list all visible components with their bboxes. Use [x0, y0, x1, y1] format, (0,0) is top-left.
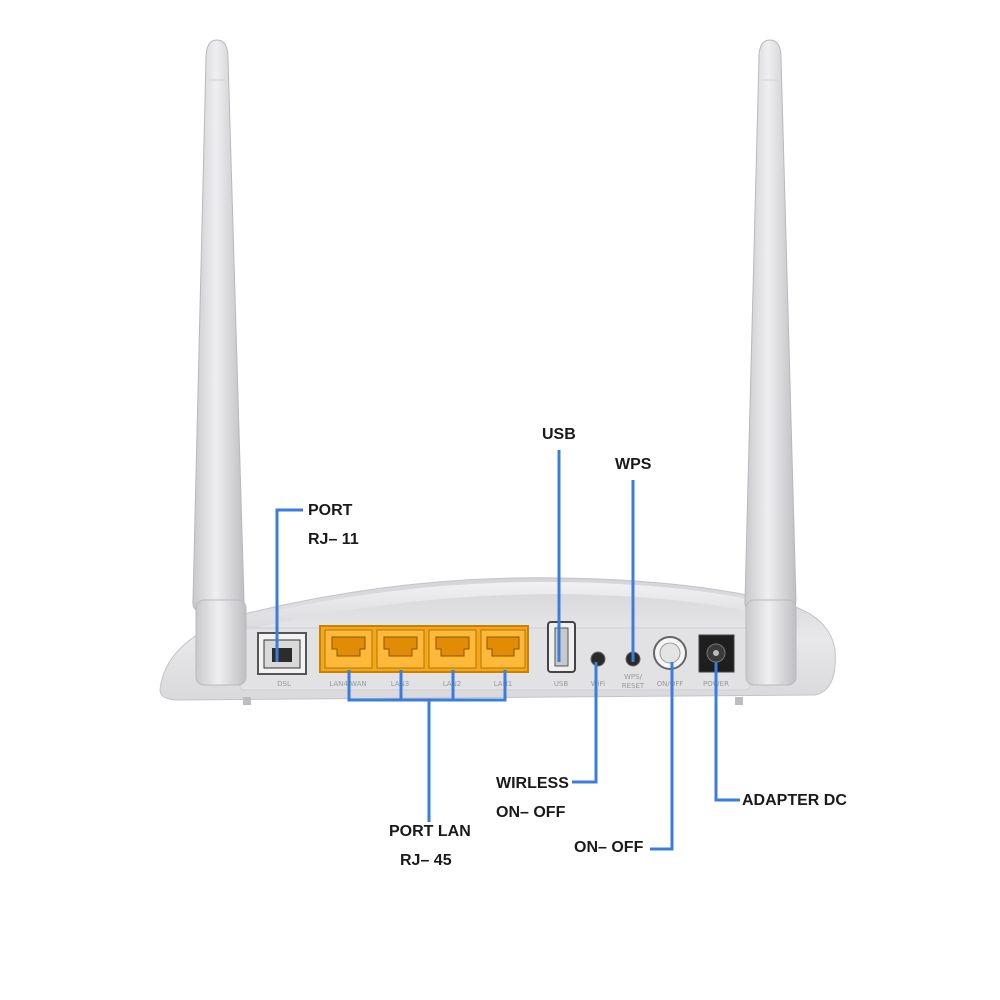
power-switch: ON/OFF [653, 636, 687, 688]
callout-port-rj11: PORT RJ– 11 [308, 496, 359, 554]
callout-on-off: ON– OFF [574, 833, 643, 862]
lan-port-lan2 [428, 629, 477, 669]
callout-wireless-line1: WIRLESS [496, 775, 569, 792]
wps-label-line1: WPS/ [624, 673, 643, 681]
foot-left [243, 697, 251, 705]
callout-port-rj11-line1: PORT [308, 502, 353, 519]
callout-port-lan-line2: RJ– 45 [400, 852, 452, 869]
wifi-button-label: WiFi [591, 680, 605, 688]
callout-port-lan-line1: PORT LAN [389, 823, 471, 840]
leader-lines [275, 450, 740, 851]
callout-usb: USB [542, 420, 576, 449]
leader-lan [347, 670, 507, 822]
lan-port-lan4-wan [324, 629, 373, 669]
dsl-port-label: DSL [277, 680, 291, 688]
callout-port-rj11-line2: RJ– 11 [308, 531, 359, 548]
leader-adapter [714, 662, 740, 802]
lan-port-lan1 [480, 629, 526, 669]
callout-adapter-dc-line1: ADAPTER DC [742, 792, 847, 809]
callout-usb-line1: USB [542, 426, 576, 443]
callout-wps: WPS [615, 450, 651, 479]
callout-on-off-line1: ON– OFF [574, 839, 644, 856]
antenna-right [744, 39, 797, 686]
dsl-port: DSL [257, 632, 307, 688]
antenna-left [192, 39, 247, 686]
lan-port-group: LAN4/WAN LAN3 LAN2 LAN1 [319, 625, 529, 688]
leader-onoff [650, 662, 674, 851]
callout-port-lan: PORT LAN RJ– 45 [389, 817, 471, 875]
leader-rj11 [275, 508, 303, 662]
wps-label-line2: RESET [622, 682, 645, 690]
callout-wireless-line2: ON– OFF [496, 804, 566, 821]
callout-wireless: WIRLESS ON– OFF [496, 769, 569, 827]
usb-port-label: USB [554, 680, 569, 688]
lan-port-lan3 [376, 629, 425, 669]
power-switch-label: ON/OFF [657, 680, 684, 688]
callout-adapter-dc: ADAPTER DC [742, 786, 847, 815]
foot-right [735, 697, 743, 705]
lan1-label: LAN1 [494, 680, 513, 688]
callout-wps-line1: WPS [615, 456, 652, 473]
leader-wireless [572, 662, 598, 784]
